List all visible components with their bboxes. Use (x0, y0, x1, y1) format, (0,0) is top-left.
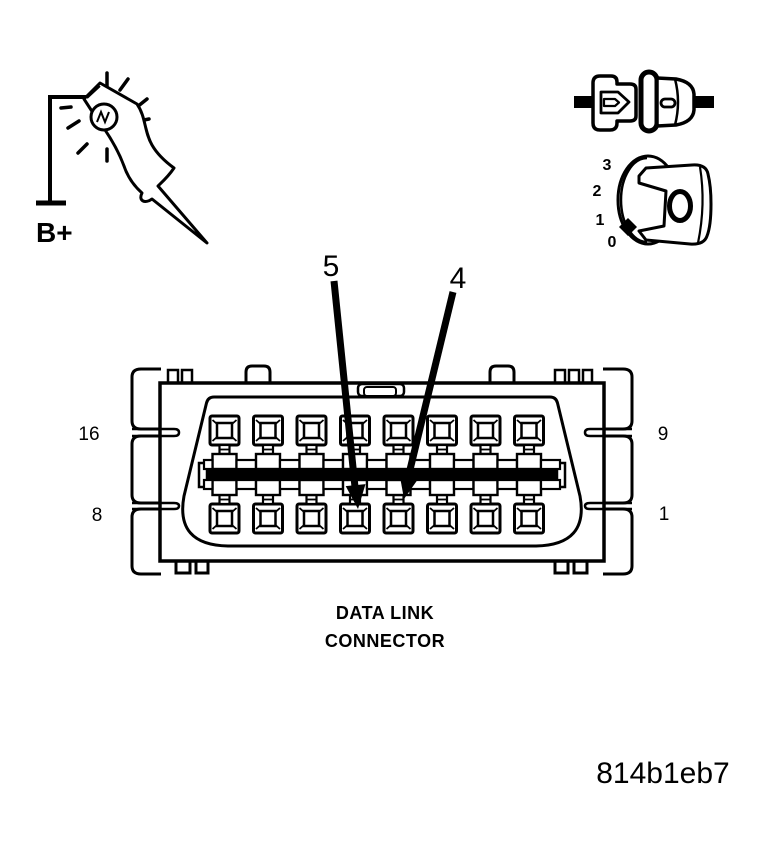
connector-lock-slot (659, 97, 677, 109)
ignition-switch-icon: 3 2 1 0 (593, 154, 713, 251)
ignition-position-1: 1 (596, 212, 605, 229)
ignition-position-3: 3 (603, 157, 612, 174)
rail-end-right (539, 478, 562, 491)
dlc-pin-11 (426, 414, 475, 471)
pin-label-9: 9 (658, 424, 669, 445)
dlc-caption-line2: CONNECTOR (325, 631, 445, 651)
callout-label-4: 4 (450, 262, 467, 295)
dlc-center-rail (204, 470, 560, 480)
rail-end-right (539, 458, 562, 471)
callout-line-5 (330, 280, 359, 488)
ignition-position-0: 0 (608, 234, 617, 251)
dlc-pin-12 (382, 414, 432, 471)
dlc-pin-9 (513, 414, 545, 471)
left-wire-stub (574, 96, 593, 108)
bulb-filament-icon (96, 109, 110, 125)
callout-label-5: 5 (323, 250, 340, 283)
inline-connector-icon (574, 69, 714, 134)
dlc-pin-1 (513, 478, 545, 535)
test-light-wire (48, 95, 88, 201)
figure-code: 814b1eb7 (596, 757, 729, 790)
dlc-top-small-tabs (166, 368, 594, 385)
dlc-diagram: 16 9 8 1 (78, 364, 670, 576)
callout-line-4 (404, 291, 457, 479)
right-wire-stub (694, 96, 714, 108)
pin-callouts: 5 4 (323, 250, 467, 509)
ignition-position-2: 2 (593, 183, 602, 200)
rail-end-left (202, 458, 214, 471)
dlc-right-ears (603, 367, 634, 576)
dlc-top-tab-left (244, 364, 272, 384)
test-light-icon: B+ (36, 71, 209, 248)
probe-edge-line (86, 85, 101, 99)
dlc-pin-3 (426, 478, 475, 535)
pin-label-16: 16 (78, 424, 99, 445)
connector-seal-ring (638, 69, 660, 134)
dlc-pin-8 (208, 478, 258, 535)
rail-end-left (202, 478, 214, 491)
battery-terminal-label: B+ (36, 217, 73, 248)
dlc-pin-14 (295, 414, 345, 471)
dlc-latch-inner (363, 386, 397, 397)
dlc-pin-field (202, 414, 562, 535)
dlc-bottom-small-tabs (174, 559, 589, 575)
pin-label-1: 1 (659, 504, 670, 525)
ignition-dial-rim (619, 156, 648, 244)
dlc-left-ears (130, 367, 161, 576)
switch-position-marker (619, 218, 637, 236)
dlc-pin-6 (295, 478, 345, 535)
dlc-pin-16 (208, 414, 258, 471)
pin-label-8: 8 (92, 505, 103, 526)
key-depth-line (696, 166, 704, 244)
callout-arrowhead-5 (345, 484, 366, 509)
connector-terminal-slot (602, 97, 621, 108)
callout-arrowhead-4 (399, 473, 419, 499)
dlc-pin-15 (252, 414, 301, 471)
dlc-pin-7 (252, 478, 301, 535)
key-grip-hole (667, 189, 693, 223)
dlc-top-tab-right (488, 364, 516, 384)
connector-depth-line (673, 78, 680, 126)
dlc-caption-line1: DATA LINK (336, 603, 434, 623)
dlc-side-slots (132, 427, 632, 511)
